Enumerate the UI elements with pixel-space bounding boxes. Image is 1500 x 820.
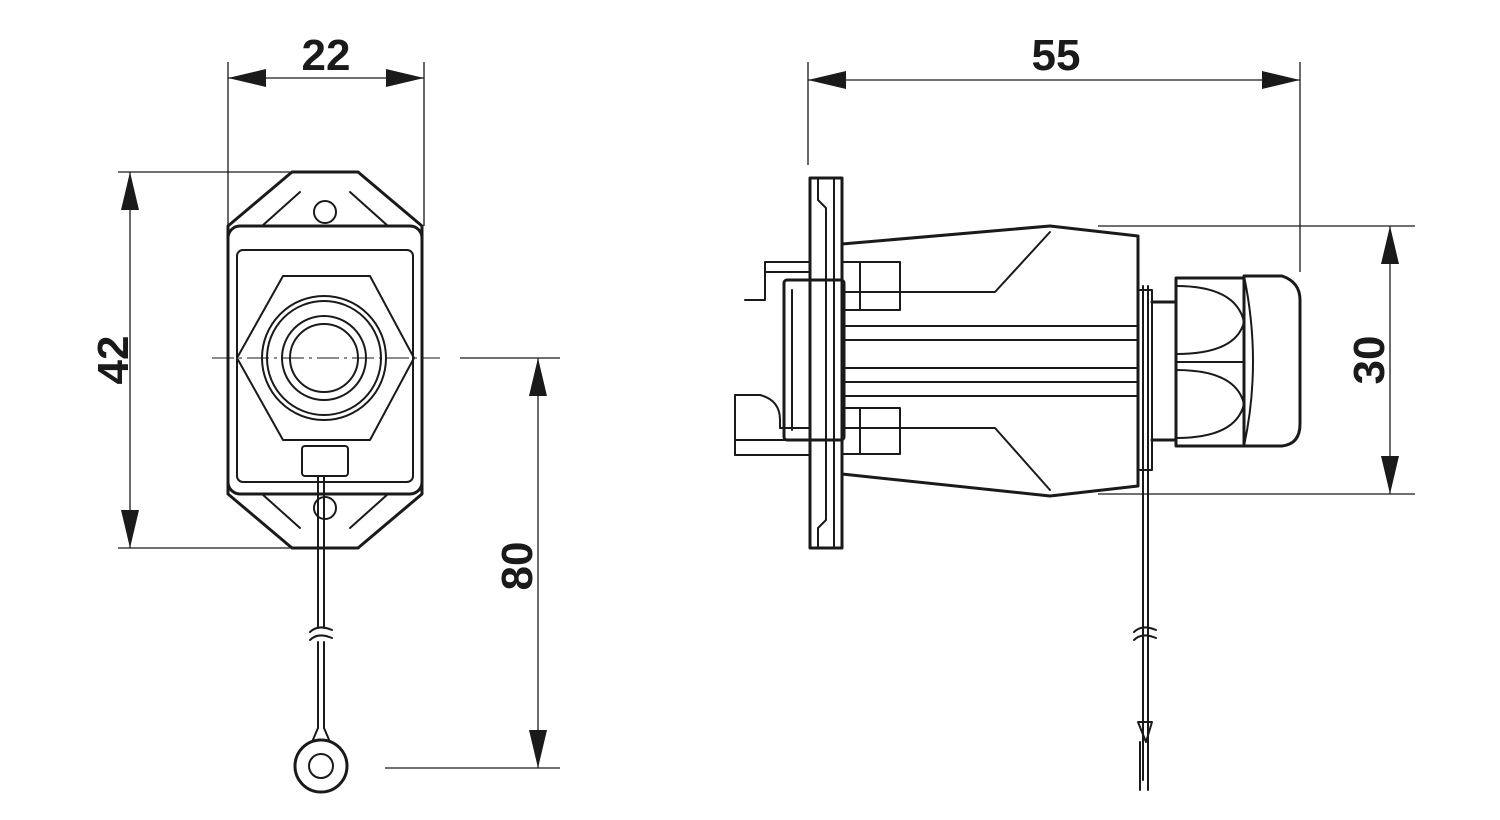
gland-cap bbox=[1242, 274, 1302, 448]
dimension-label-side-depth: 55 bbox=[1032, 31, 1081, 80]
hex-nut bbox=[236, 275, 415, 441]
dimension-label-side-height: 30 bbox=[1345, 336, 1394, 385]
top-mounting-hole bbox=[313, 200, 337, 224]
front-view bbox=[212, 170, 440, 794]
front-housing bbox=[226, 224, 424, 496]
mounting-flange bbox=[808, 176, 844, 550]
dimension-label-cable-length: 80 bbox=[493, 542, 542, 591]
ring-terminal bbox=[293, 738, 349, 794]
strap-clip bbox=[301, 445, 349, 477]
dimension-label-front-width: 22 bbox=[302, 31, 351, 80]
dimension-lines bbox=[118, 62, 1415, 769]
dimension-label-front-height: 42 bbox=[89, 336, 138, 385]
side-view bbox=[734, 176, 1302, 791]
main-body bbox=[840, 224, 1140, 498]
